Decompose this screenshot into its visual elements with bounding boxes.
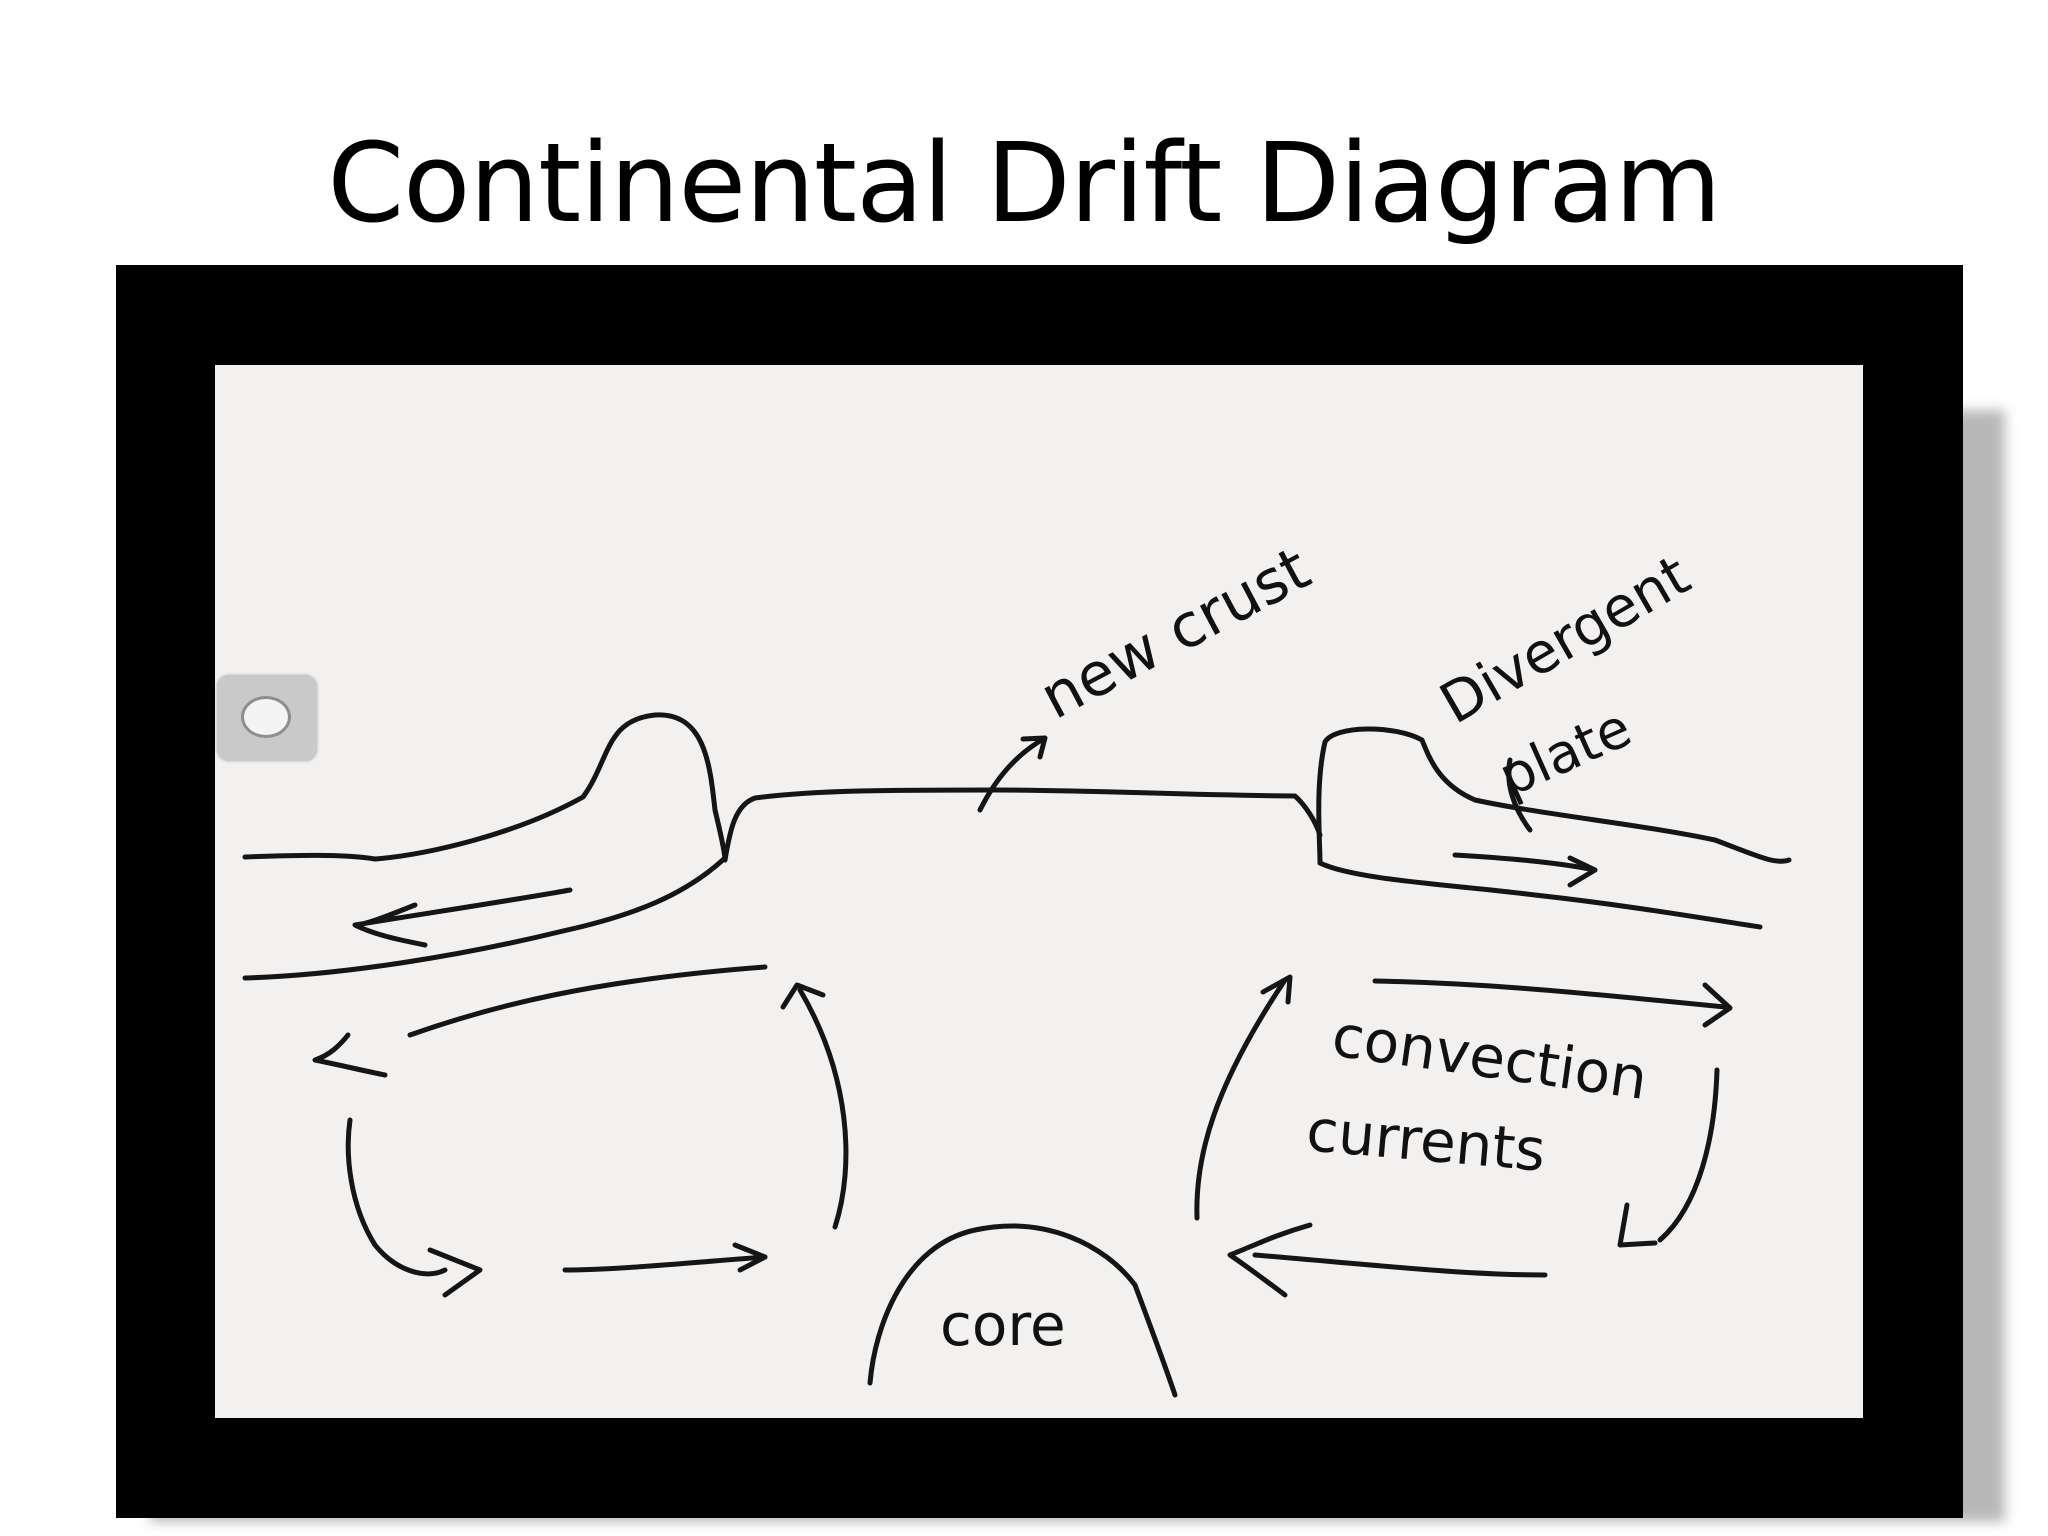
right-plate-top [1316,726,1792,866]
label-divergent: Divergent [1430,543,1701,737]
new-crust-surface [722,787,1323,863]
convection-arrow-right-up-head [1260,974,1293,1005]
label-currents: currents [1304,1096,1548,1185]
right-plate-bottom [1317,860,1763,930]
convection-arrow-left-side-head [427,1247,483,1298]
convection-arrow-right-bottom-head [1227,1222,1313,1298]
divergent-plate-pointer [1506,757,1533,833]
convection-arrow-right-side-head [1617,1202,1658,1248]
label-convection: convection [1328,1002,1652,1113]
home-button-dot [241,696,291,738]
convection-arrow-right-top-head [1702,982,1733,1028]
left-plate-bottom [242,855,728,981]
label-core: core [940,1291,1066,1359]
left-plate-arrow [352,887,573,948]
continental-drift-drawing: new crust Divergent plate convection cur… [242,534,1792,1398]
convection-arrow-left-top [407,964,768,1038]
slide-title: Continental Drift Diagram [327,119,1721,247]
convection-arrow-left-top-head [312,1032,388,1078]
home-button-icon[interactable] [217,675,317,761]
convection-arrow-right-up [1194,977,1288,1221]
left-plate-top [242,712,728,863]
convection-arrow-left-bottom [562,1254,768,1273]
convection-arrow-right-side [1657,1067,1720,1243]
convection-arrow-left-up [797,987,849,1230]
convection-arrow-right-top [1372,978,1728,1010]
convection-arrow-left-bottom-head [732,1242,768,1273]
convection-arrow-left-up-head [780,982,826,1010]
core-outline [867,1223,1178,1398]
convection-arrow-right-bottom [1252,1252,1548,1278]
diagram-screen: new crust Divergent plate convection cur… [215,365,1863,1418]
label-plate: plate [1490,696,1641,809]
new-crust-pointer [977,735,1048,813]
label-new-crust: new crust [1029,534,1321,734]
right-plate-arrow [1452,852,1598,888]
convection-arrow-left-side [345,1117,448,1277]
